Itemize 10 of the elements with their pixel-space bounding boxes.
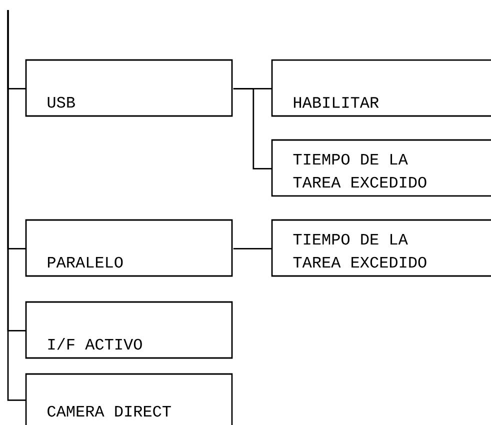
menu-box: HABILITAR [271, 59, 491, 117]
menu-box: PARALELO [25, 219, 233, 277]
connector-line [7, 10, 26, 401]
menu-box: USB [25, 59, 233, 117]
connector-line [233, 88, 272, 170]
menu-box: TIEMPO DE LA TAREA EXCEDIDO [271, 139, 491, 197]
menu-box: I/F ACTIVO [25, 301, 233, 359]
connector-line [233, 248, 272, 250]
menu-box: TIEMPO DE LA TAREA EXCEDIDO [271, 219, 491, 277]
menu-box: CAMERA DIRECT [25, 373, 233, 425]
